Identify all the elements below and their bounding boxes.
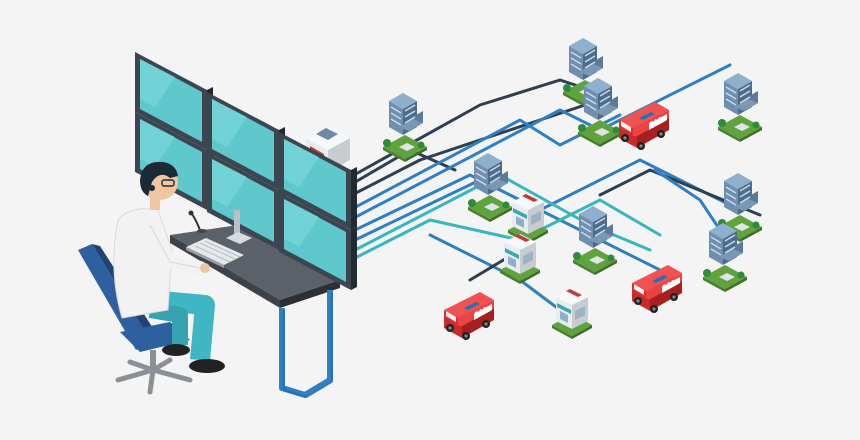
- link-teal-1: [353, 173, 652, 252]
- link-dark-5: [598, 168, 762, 217]
- ambulance-icon: 911: [444, 292, 496, 340]
- desk-monitor-stand: [226, 210, 252, 244]
- ambulance-icon: 911: [632, 265, 684, 313]
- operator-icon: [78, 161, 225, 395]
- microphone-icon: [188, 210, 207, 233]
- ambulance-icon: 911: [619, 102, 671, 150]
- keyboard-icon: [186, 238, 244, 268]
- link-blue-2: [348, 63, 732, 222]
